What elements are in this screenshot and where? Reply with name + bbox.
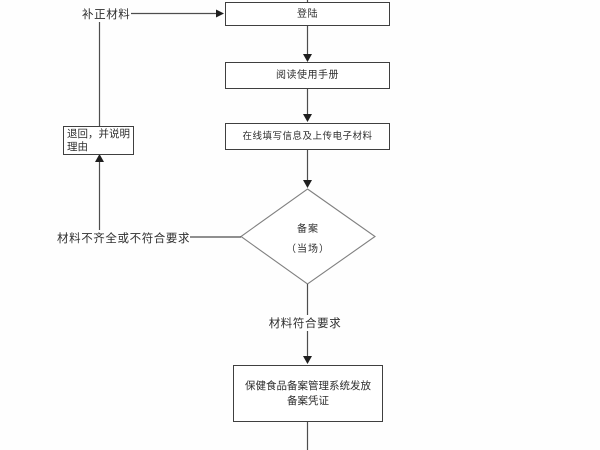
arrowhead-down-icon [303,356,312,364]
node-read-manual: 阅读使用手册 [225,62,390,89]
node-decision-label-line1: 备案 [297,224,319,235]
node-decision-label-line2: （当场） [286,244,330,255]
arrowhead-down-icon [303,180,312,188]
node-certificate-label: 保健食品备案管理系统发放备案凭证 [245,379,371,407]
arrowhead-down-icon [303,54,312,62]
arrowhead-right-icon [216,9,224,18]
edge-label-supplement-materials: 补正材料 [82,6,131,22]
node-fill-info: 在线填写信息及上传电子材料 [225,123,390,150]
node-login: 登陆 [225,2,390,26]
node-return: 退回，并说明理由 [63,126,134,155]
edge-label-materials-not-qualified: 材料不齐全或不符合要求 [57,230,191,246]
node-return-label: 退回，并说明理由 [67,128,130,153]
arrowhead-up-icon [95,154,104,162]
node-fill-info-label: 在线填写信息及上传电子材料 [242,131,373,142]
node-read-manual-label: 阅读使用手册 [276,70,339,81]
node-certificate: 保健食品备案管理系统发放备案凭证 [233,365,383,422]
node-login-label: 登陆 [297,8,318,20]
arrowhead-down-icon [303,114,312,122]
edge-label-materials-qualified: 材料符合要求 [266,315,344,331]
decision-diamond-shape [240,188,376,285]
